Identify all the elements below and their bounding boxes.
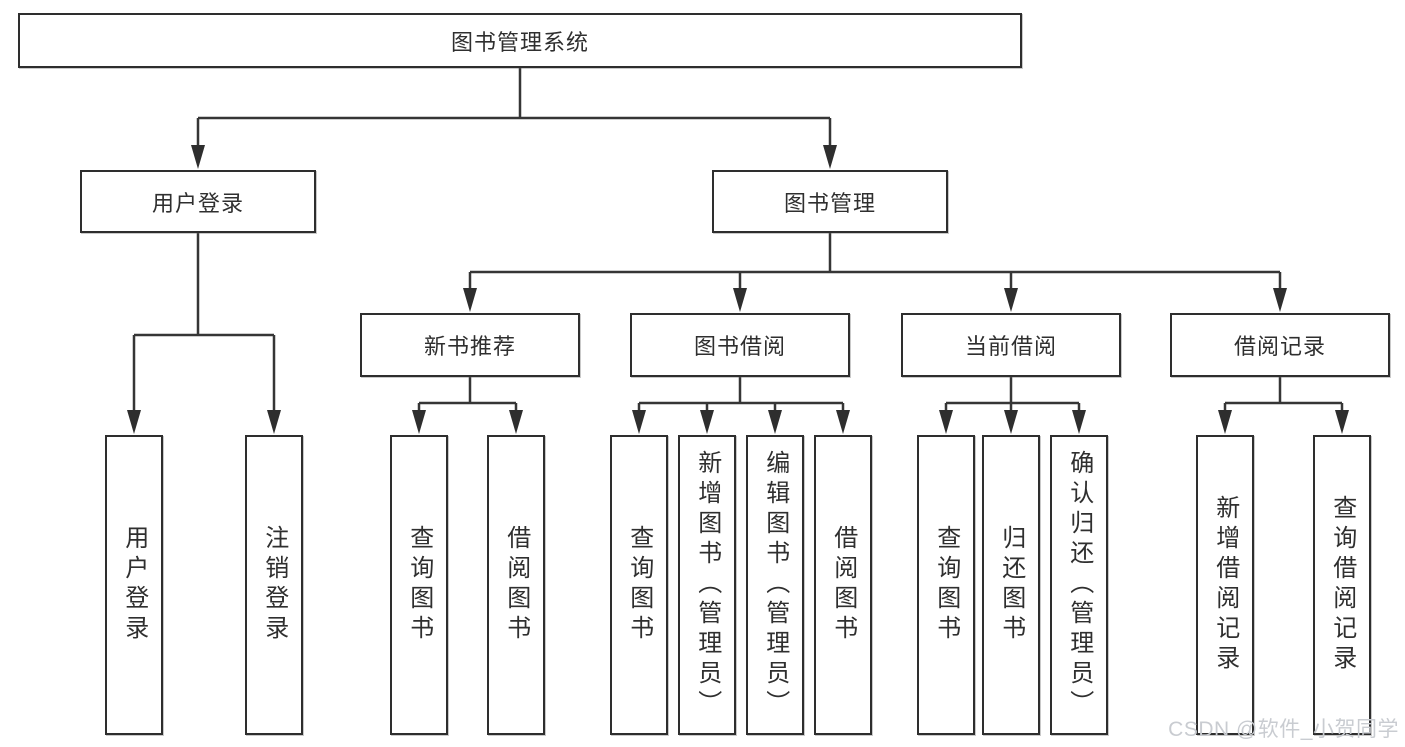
node-book-borrowing-label: 图书借阅 [693, 334, 786, 359]
leaf-user-login: 用户登录 [105, 435, 163, 735]
leaf-confirm-return-admin-label: 确认归还（管理员） [1065, 450, 1093, 720]
node-book-management-label: 图书管理 [783, 190, 876, 216]
node-borrowing-records: 借阅记录 [1170, 313, 1390, 377]
arrow-stems [132, 118, 1344, 411]
node-user-login-label: 用户登录 [151, 190, 244, 216]
node-book-management: 图书管理 [712, 170, 948, 233]
arrowheads [127, 145, 1349, 434]
leaf-logout: 注销登录 [245, 435, 303, 735]
node-new-book-recommend: 新书推荐 [360, 313, 580, 377]
leaf-edit-books-admin-label: 编辑图书（管理员） [761, 450, 789, 720]
leaf-add-borrow-record: 新增借阅记录 [1196, 435, 1254, 735]
node-current-borrowing-label: 当前借阅 [964, 334, 1057, 359]
leaf-user-login-label: 用户登录 [120, 525, 148, 645]
node-new-book-recommend-label: 新书推荐 [423, 334, 516, 359]
leaf-query-books-current: 查询图书 [917, 435, 975, 735]
leaf-return-books-label: 归还图书 [997, 525, 1025, 645]
leaf-borrow-books-recommend: 借阅图书 [487, 435, 545, 735]
leaf-query-books-current-label: 查询图书 [932, 525, 960, 645]
leaf-add-borrow-record-label: 新增借阅记录 [1211, 495, 1239, 675]
leaf-borrow-books-recommend-label: 借阅图书 [502, 525, 530, 645]
leaf-add-books-admin: 新增图书（管理员） [678, 435, 736, 735]
leaf-query-borrow-record-label: 查询借阅记录 [1328, 495, 1356, 675]
csdn-watermark: CSDN @软件_小贺同学 [1168, 718, 1399, 741]
leaf-add-books-admin-label: 新增图书（管理员） [693, 450, 721, 720]
node-borrowing-records-label: 借阅记录 [1233, 334, 1326, 359]
leaf-query-books-recommend-label: 查询图书 [405, 525, 433, 645]
leaf-logout-label: 注销登录 [260, 525, 288, 645]
leaf-borrow-books-label: 借阅图书 [829, 525, 857, 645]
node-root: 图书管理系统 [18, 13, 1022, 68]
leaf-query-books-recommend: 查询图书 [390, 435, 448, 735]
node-root-label: 图书管理系统 [450, 29, 589, 55]
leaf-borrow-books: 借阅图书 [814, 435, 872, 735]
leaf-query-books-borrow-label: 查询图书 [625, 525, 653, 645]
node-book-borrowing: 图书借阅 [630, 313, 850, 377]
leaf-confirm-return-admin: 确认归还（管理员） [1050, 435, 1108, 735]
leaf-query-books-borrow: 查询图书 [610, 435, 668, 735]
bus-lines [134, 68, 1342, 405]
leaf-return-books: 归还图书 [982, 435, 1040, 735]
leaf-edit-books-admin: 编辑图书（管理员） [746, 435, 804, 735]
node-current-borrowing: 当前借阅 [901, 313, 1121, 377]
leaf-query-borrow-record: 查询借阅记录 [1313, 435, 1371, 735]
node-user-login: 用户登录 [80, 170, 316, 233]
